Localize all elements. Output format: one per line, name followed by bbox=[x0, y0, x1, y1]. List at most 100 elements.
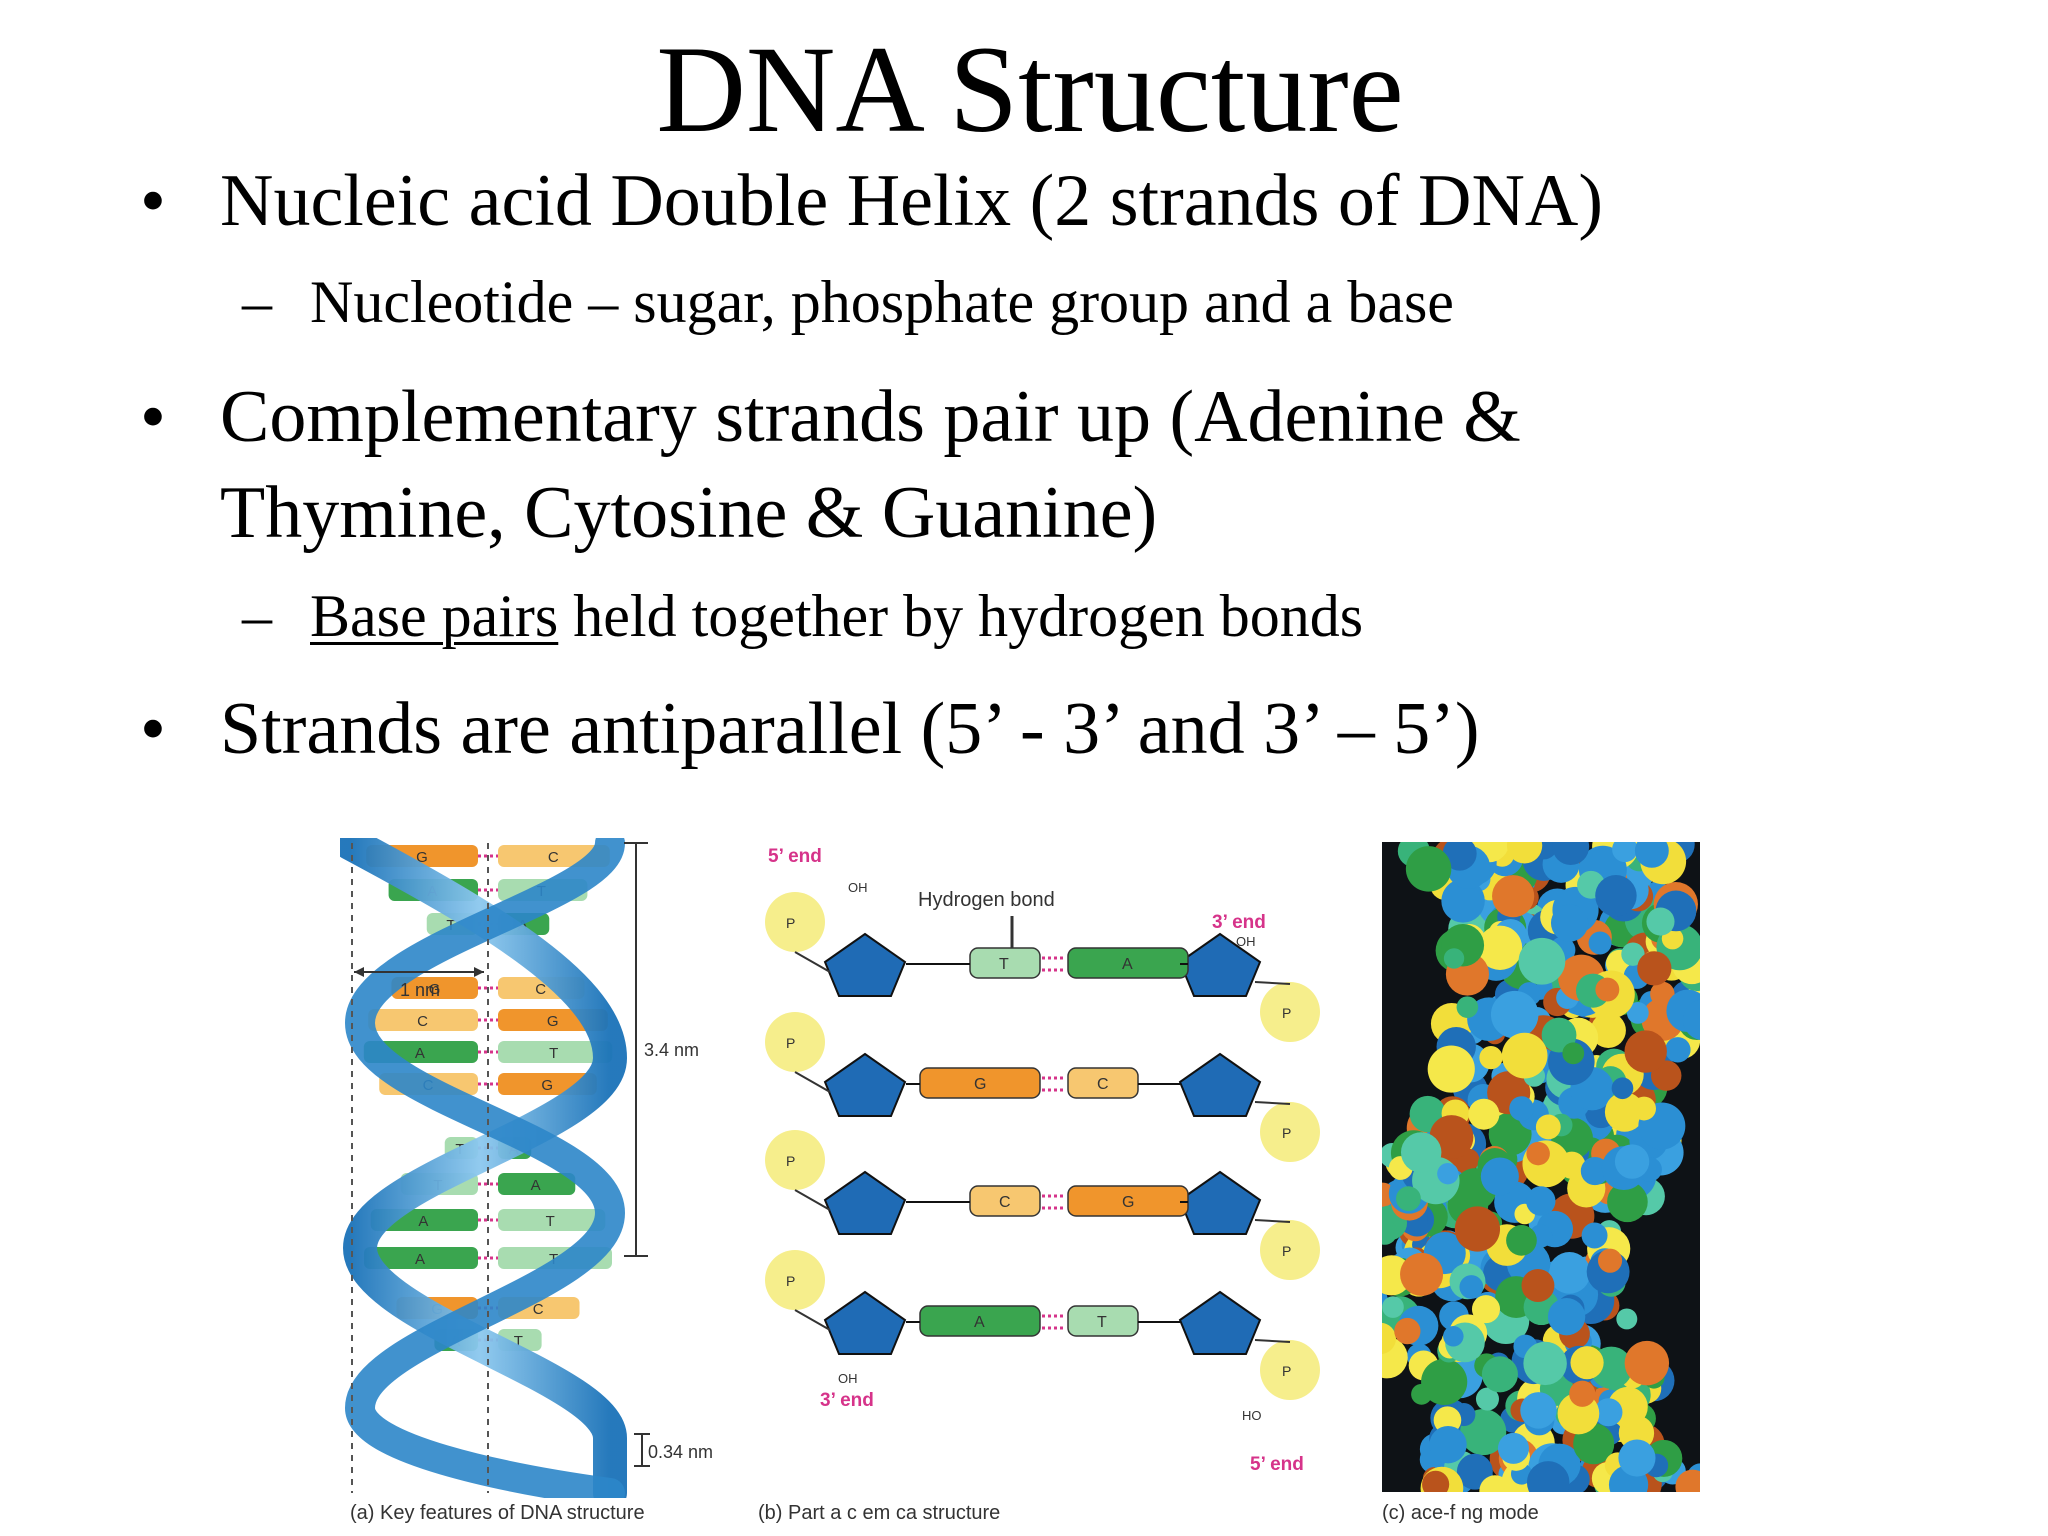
atom-sphere bbox=[1509, 1096, 1534, 1121]
base-right bbox=[498, 1209, 606, 1231]
atom-sphere bbox=[1479, 1046, 1503, 1070]
base-letter: G bbox=[416, 849, 428, 866]
atom-sphere bbox=[1535, 1114, 1561, 1140]
ho-bottom: HO bbox=[1242, 1408, 1262, 1423]
atom-sphere bbox=[1454, 1206, 1501, 1252]
atom-sphere bbox=[1382, 1219, 1398, 1245]
oh-top: OH bbox=[1236, 934, 1256, 949]
atom-sphere bbox=[1497, 1432, 1529, 1464]
base-letter: C bbox=[535, 981, 546, 998]
base-left bbox=[363, 1247, 478, 1269]
phosphate-p: P bbox=[1282, 1005, 1291, 1021]
backbone-strand-2 bbox=[344, 838, 626, 1498]
atom-sphere bbox=[1675, 1469, 1700, 1492]
atom-sphere bbox=[1475, 1387, 1499, 1411]
bullet-2-line-1: Complementary strands pair up (Adenine & bbox=[220, 376, 1521, 458]
five-prime-end-bottom: 5’ end bbox=[1250, 1454, 1304, 1475]
sugar-right bbox=[1178, 1290, 1262, 1355]
atom-sphere bbox=[1490, 990, 1539, 1039]
atom-sphere bbox=[1396, 1186, 1421, 1212]
atom-sphere bbox=[1400, 1252, 1444, 1296]
atom-spheres bbox=[1382, 842, 1700, 1492]
base-letter: C bbox=[533, 1301, 544, 1318]
sugar-left bbox=[823, 1290, 907, 1355]
figure-c-space-filling-model bbox=[1382, 842, 1700, 1492]
base-pairs-term: Base pairs bbox=[310, 583, 559, 649]
atom-sphere bbox=[1595, 977, 1620, 1002]
atom-sphere bbox=[1523, 1341, 1567, 1386]
atom-sphere bbox=[1618, 1439, 1656, 1477]
atom-sphere bbox=[1595, 875, 1637, 917]
atom-sphere bbox=[1479, 1475, 1511, 1492]
atom-sphere bbox=[1501, 1032, 1548, 1079]
phosphate-right bbox=[1260, 1340, 1320, 1400]
phosphate-right bbox=[1260, 982, 1320, 1042]
hydrogen-bond-label: Hydrogen bond bbox=[918, 889, 1055, 911]
atom-sphere bbox=[1611, 1077, 1634, 1100]
atom-sphere bbox=[1607, 1181, 1648, 1223]
sub-bullet-2: –Base pairs held together by hydrogen bo… bbox=[242, 586, 1363, 646]
atom-sphere bbox=[1614, 1144, 1650, 1179]
base-letter: A bbox=[415, 1251, 425, 1268]
phosphate-left bbox=[765, 892, 825, 952]
atom-sphere bbox=[1594, 1398, 1623, 1427]
atom-sphere bbox=[1624, 1030, 1667, 1073]
atom-sphere bbox=[1456, 996, 1479, 1018]
atom-sphere bbox=[1612, 842, 1638, 863]
atom-sphere bbox=[1597, 1248, 1623, 1273]
base-letter: G bbox=[1122, 1194, 1134, 1211]
oh-bottom: OH bbox=[838, 1371, 858, 1386]
base-letter: A bbox=[1122, 956, 1133, 973]
atom-sphere bbox=[1477, 925, 1523, 970]
atom-sphere bbox=[1382, 1296, 1404, 1318]
atom-sphere bbox=[1624, 1340, 1670, 1386]
atom-sphere bbox=[1548, 1252, 1591, 1294]
slide-title: DNA Structure bbox=[656, 21, 1404, 158]
atom-sphere bbox=[1459, 1275, 1484, 1299]
atom-sphere bbox=[1552, 842, 1590, 865]
atom-sphere bbox=[1518, 937, 1566, 985]
sugar-right bbox=[1178, 1170, 1262, 1235]
atom-sphere bbox=[1526, 1186, 1556, 1216]
atom-sphere bbox=[1433, 1406, 1462, 1434]
base-letter: G bbox=[974, 1076, 986, 1093]
atom-sphere bbox=[1405, 846, 1452, 892]
atom-sphere bbox=[1506, 842, 1543, 864]
atom-sphere bbox=[1421, 1358, 1468, 1406]
atom-sphere bbox=[1492, 875, 1535, 918]
base-letter: T bbox=[546, 1213, 555, 1230]
sub-bullet-1: –Nucleotide – sugar, phosphate group and… bbox=[242, 272, 1454, 332]
atom-sphere bbox=[1422, 1470, 1450, 1492]
base-letter: C bbox=[417, 1013, 428, 1030]
three-prime-end-top: 3’ end bbox=[1212, 912, 1266, 933]
atom-sphere bbox=[1471, 1295, 1501, 1324]
phosphate-p: P bbox=[1282, 1125, 1291, 1141]
phosphate-right bbox=[1260, 1220, 1320, 1280]
sub-bullet-2-text: held together by hydrogen bonds bbox=[558, 583, 1364, 649]
five-prime-end-top: 5’ end bbox=[768, 846, 822, 867]
bullet-glyph: • bbox=[140, 160, 166, 242]
atom-sphere bbox=[1616, 1308, 1638, 1330]
atom-sphere bbox=[1646, 907, 1675, 936]
atom-sphere bbox=[1468, 1098, 1500, 1130]
sugar-right bbox=[1178, 1052, 1262, 1117]
base-letter: T bbox=[999, 956, 1009, 973]
base-letter: G bbox=[541, 1077, 553, 1094]
phosphate-p: P bbox=[786, 1035, 795, 1051]
atom-sphere bbox=[1626, 1002, 1649, 1024]
sugar-right bbox=[1178, 932, 1262, 997]
base-letter: A bbox=[531, 1177, 541, 1194]
atom-sphere bbox=[1481, 1356, 1518, 1393]
atom-sphere bbox=[1581, 1222, 1608, 1249]
base-letter: C bbox=[999, 1194, 1011, 1211]
backbone-strand-1 bbox=[340, 838, 628, 1498]
atom-sphere bbox=[1541, 1017, 1577, 1053]
phosphate-left bbox=[765, 1250, 825, 1310]
dash-glyph: – bbox=[242, 583, 272, 649]
atom-sphere bbox=[1443, 948, 1465, 969]
atom-sphere bbox=[1520, 1392, 1557, 1429]
